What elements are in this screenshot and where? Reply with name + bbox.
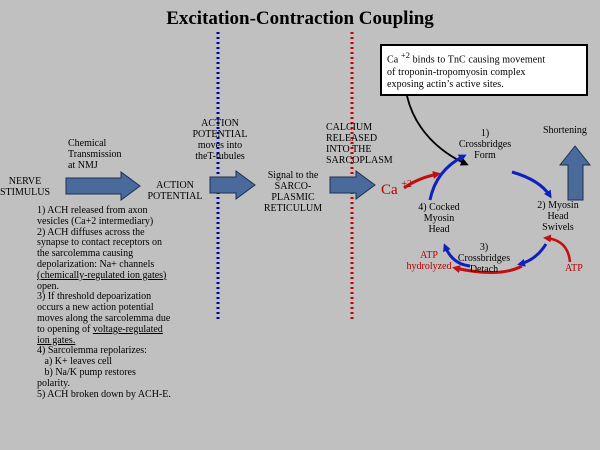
atp-red-arrow [543,234,572,263]
note-1: 1) ACH released from axon vesicles (Ca+2… [37,205,154,227]
note-3-underlined: ion gates. [37,334,76,346]
flow-arrow-3 [329,170,376,200]
atp-hydrolyzed-red-arrow [452,264,523,275]
note-4: 4) Sarcolemma repolarizes: a) K+ leaves … [37,345,147,389]
note-2: 2) ACH diffuses across the synapse to co… [37,226,162,270]
atp-label: ATP [565,263,583,274]
shortening-label: Shortening [543,125,587,136]
signal-to-sr-label: Signal to the SARCO- PLASMIC RETICULUM [263,170,323,214]
cycle-arrow-4-to-1 [428,154,467,201]
cycle-arrow-2-to-3 [517,243,548,267]
callout-line-1: Ca +2 binds to TnC causing movement [387,51,546,66]
cycle-step-2-label: 2) Myosin Head Swivels [537,200,579,233]
callout-line-3: exposing actin’s active sites. [387,79,504,91]
note-5: 5) ACH broken down by ACH-E. [37,388,171,400]
note-2-underlined: (chemically-regulated ion gates) [37,269,167,281]
cycle-step-1-label: 1) Crossbridges Form [458,128,512,161]
flow-arrow-1 [65,171,141,201]
calcium-red-arrow [403,171,441,190]
chemical-transmission-label: Chemical Transmission at NMJ [68,138,122,171]
ap-moves-t-tubules-label: ACTION POTENTIAL moves into theT-tubules [192,118,248,162]
flow-arrow-2 [209,170,256,200]
cycle-arrow-1-to-2 [511,170,552,199]
atp-hydrolyzed-label: ATP hydrolyzed [406,250,452,272]
cycle-step-4-label: 4) Cocked Myosin Head [418,202,460,235]
note-2-end: open. [37,280,59,292]
calcium-callout-box: Ca +2 binds to TnC causing movement of t… [380,44,588,96]
page-title: Excitation-Contraction Coupling [166,8,434,29]
cycle-step-3-label: 3) Crossbridges Detach [457,242,511,275]
callout-line-2: of troponin-tropomyosin complex [387,66,526,78]
neuromuscular-notes: 1) ACH released from axon vesicles (Ca+2… [37,205,267,400]
note-3: 3) If threshold depoarization occurs a n… [37,291,171,335]
calcium-released-label: CALCIUM RELEASED INTO THE SARCOPLASM [326,122,393,166]
calcium-ion-label: Ca +2 [381,179,413,198]
shortening-arrow [558,145,592,201]
action-potential-label: ACTION POTENTIAL [147,180,203,202]
cycle-arrow-3-to-4 [443,243,471,268]
nerve-stimulus-label: NERVE STIMULUS [0,176,51,198]
